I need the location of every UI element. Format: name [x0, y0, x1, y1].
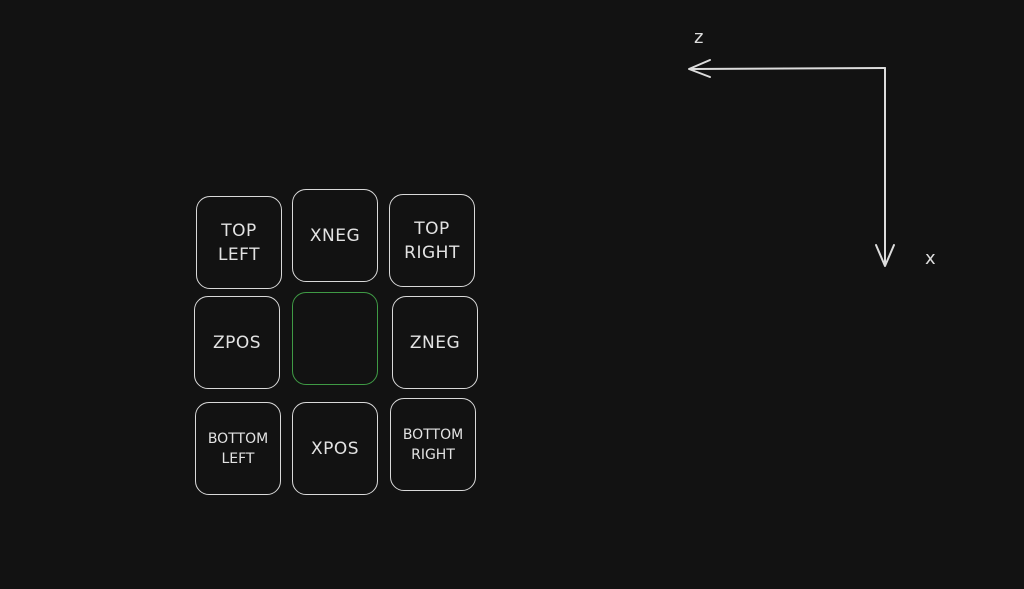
tile-zpos[interactable]: ZPOS: [194, 296, 280, 389]
tile-top-left-label: TOP LEFT: [217, 220, 261, 265]
tile-bottom-left-label: BOTTOM LEFT: [207, 430, 269, 467]
tile-xpos[interactable]: XPOS: [292, 402, 378, 495]
tile-xneg-label: XNEG: [309, 225, 361, 246]
tile-zneg-label: ZNEG: [409, 332, 461, 353]
z-axis-line: [689, 67, 886, 70]
tile-top-left[interactable]: TOP LEFT: [196, 196, 282, 289]
tile-zpos-label: ZPOS: [212, 332, 262, 353]
tile-bottom-left[interactable]: BOTTOM LEFT: [195, 402, 281, 495]
x-axis-arrowhead: [875, 244, 895, 267]
z-axis-label: z: [694, 27, 704, 48]
tile-top-right-label: TOP RIGHT: [404, 218, 460, 263]
z-axis-arrowhead: [688, 59, 711, 78]
tile-bottom-right[interactable]: BOTTOM RIGHT: [390, 398, 476, 491]
tile-bottom-right-label: BOTTOM RIGHT: [402, 426, 464, 463]
tile-xpos-label: XPOS: [310, 438, 360, 459]
tile-zneg[interactable]: ZNEG: [392, 296, 478, 389]
x-axis-label: x: [925, 248, 936, 269]
tile-center: [292, 292, 378, 385]
tile-top-right[interactable]: TOP RIGHT: [389, 194, 475, 287]
tile-xneg[interactable]: XNEG: [292, 189, 378, 282]
